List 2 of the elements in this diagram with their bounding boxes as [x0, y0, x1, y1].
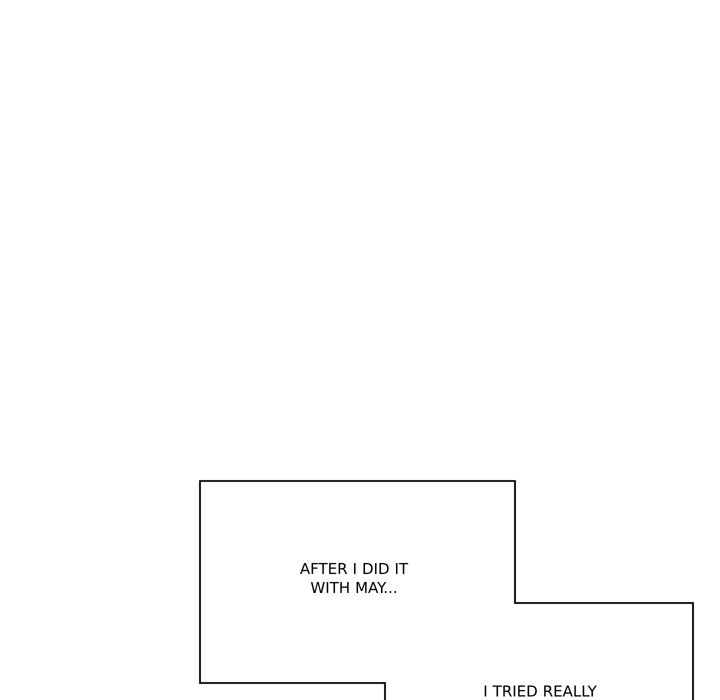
caption-text: I TRIED REALLY — [484, 686, 597, 696]
caption-text: AFTER I DID IT WITH MAY... — [300, 563, 408, 593]
